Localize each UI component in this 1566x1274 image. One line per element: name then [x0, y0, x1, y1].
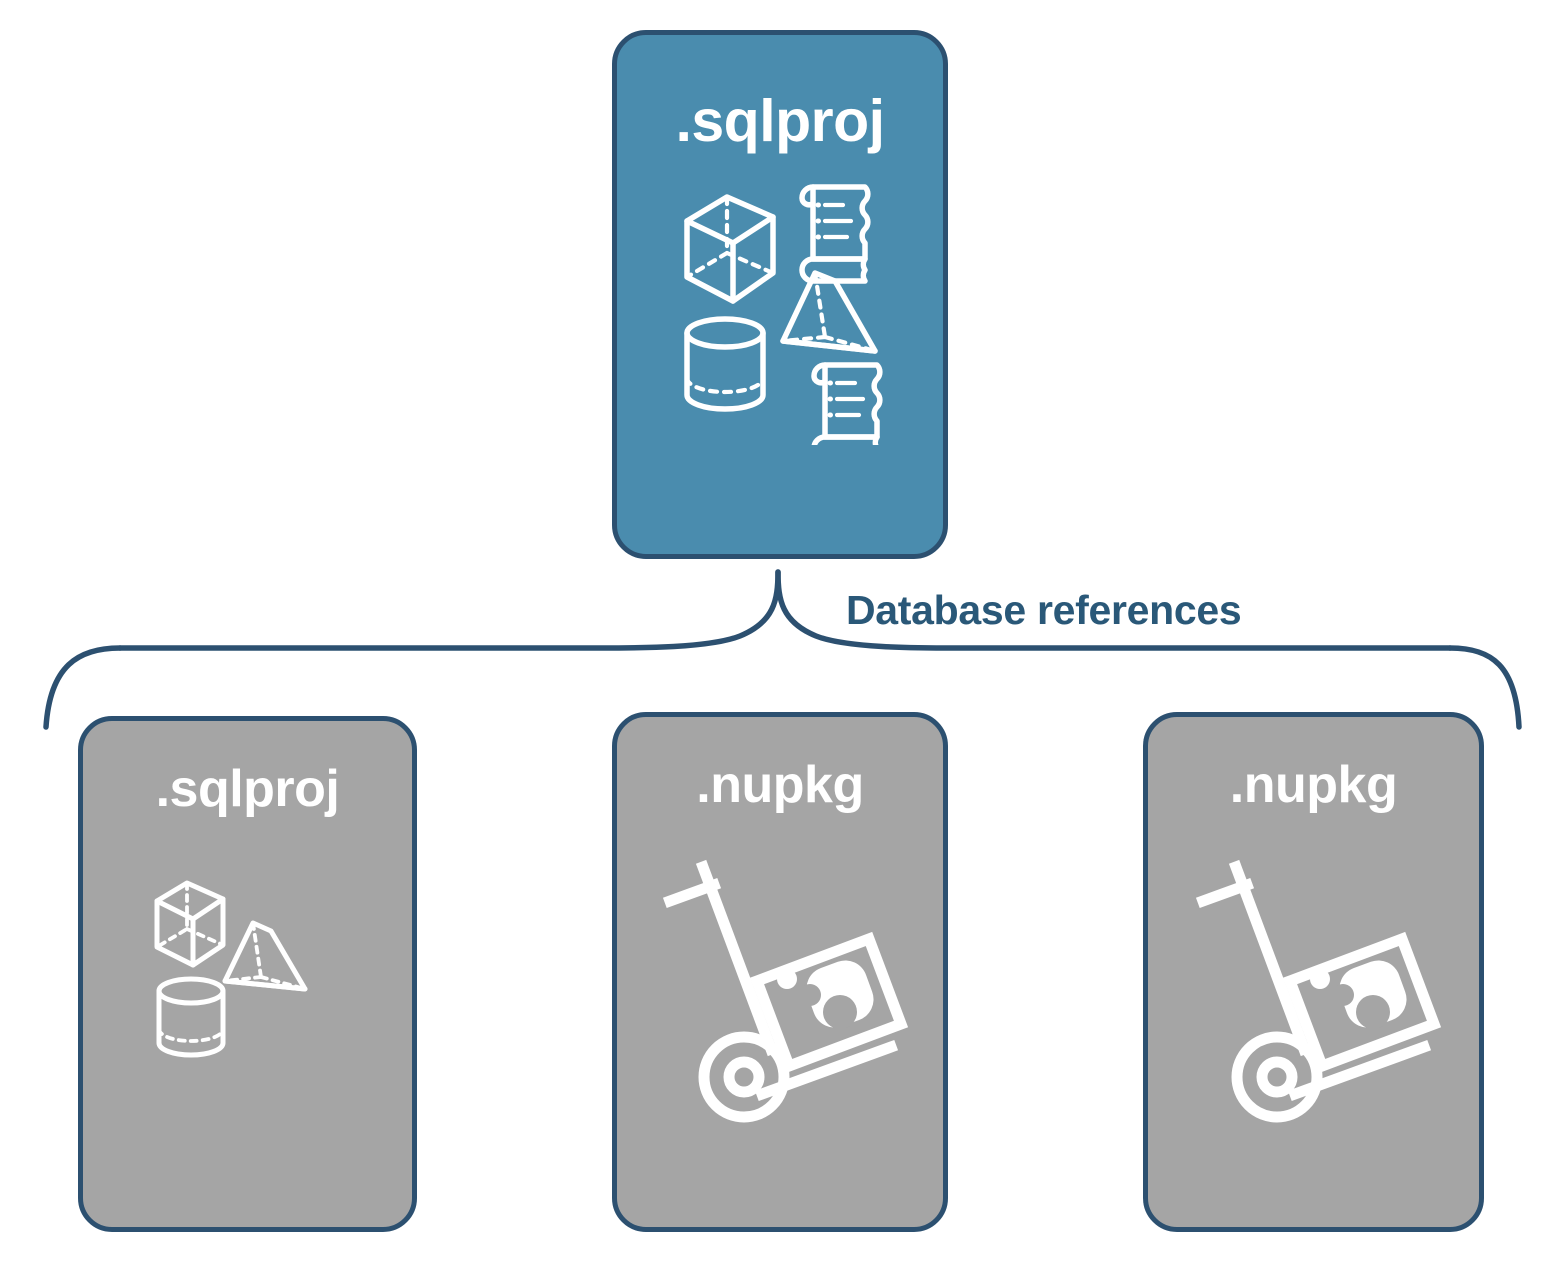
hand-truck-icon-wrap [659, 859, 929, 1149]
reference-icon-cluster [147, 863, 367, 1073]
cube-icon [684, 194, 776, 304]
reference-node-nupkg-2[interactable]: .nupkg [1143, 712, 1484, 1232]
reference-node-label: .sqlproj [155, 760, 340, 818]
reference-node-label: .nupkg [1229, 756, 1398, 814]
cube-icon [154, 880, 226, 968]
nuget-logo-icon [1310, 960, 1407, 1029]
root-node-sqlproj[interactable]: .sqlproj [612, 30, 948, 559]
pyramid-icon [780, 270, 878, 354]
wheel-icon [1231, 1031, 1323, 1123]
root-icon-cluster [675, 165, 915, 462]
root-node-label: .sqlproj [675, 88, 885, 154]
wheel-icon [698, 1031, 790, 1123]
pyramid-icon [222, 920, 308, 992]
cylinder-icon [684, 316, 766, 412]
reference-node-label: .nupkg [696, 756, 864, 814]
nuget-logo-icon [777, 960, 874, 1029]
cylinder-icon [156, 976, 226, 1058]
reference-node-sqlproj[interactable]: .sqlproj [78, 716, 417, 1232]
hand-truck-icon-wrap [1192, 859, 1462, 1149]
scroll-icon [811, 362, 883, 462]
scroll-icon [799, 184, 871, 284]
database-references-label: Database references [846, 587, 1242, 633]
reference-node-nupkg-1[interactable]: .nupkg [612, 712, 948, 1232]
